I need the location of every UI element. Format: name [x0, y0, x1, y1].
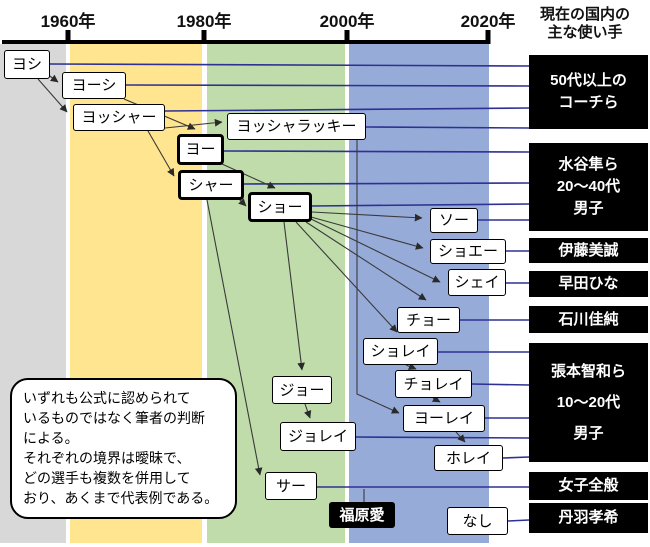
line-yoo-mizutani [223, 150, 530, 153]
derivation-arrows [37, 73, 466, 502]
year-label-2000: 2000年 [319, 12, 375, 31]
user-ishikawa-kasumi: 石川佳純 [529, 306, 648, 333]
arrow-yosshaa-shaa [147, 130, 175, 177]
term-jorei: ジョレイ [280, 422, 356, 451]
arrow-shoo-shoee [310, 216, 424, 250]
line-horei-harimoto [502, 456, 530, 459]
arrow-shoo-shei [310, 218, 441, 283]
term-chorei: チョレイ [395, 370, 472, 398]
arrow-yossharakkii-yoorei [356, 140, 400, 414]
term-yoshi: ヨシ [4, 50, 50, 79]
user-niwa-koki: 丹羽孝希 [529, 503, 648, 533]
line-yossharakkii-coaches [365, 126, 530, 129]
line-shoo-mizutani [311, 203, 530, 207]
current-users-header: 現在の国内の 主な使い手 [539, 6, 630, 41]
arrow-shaa-saa [206, 199, 263, 476]
term-shei: シェイ [448, 269, 506, 296]
arrow-yoshi-yosshaa [37, 78, 68, 113]
line-yoshi-coaches [49, 63, 530, 67]
line-nashi-niwa [507, 519, 530, 522]
term-shorei: ショレイ [363, 338, 438, 365]
user-women-general: 女子全般 [529, 472, 648, 500]
user-ito-mima: 伊藤美誠 [529, 238, 648, 263]
fukuhara-ai-label: 福原愛 [329, 502, 395, 528]
arrow-joo-jorei [303, 403, 312, 419]
user-harimoto-men: 張本智和ら 10〜20代 男子 [529, 343, 648, 462]
term-yoorei: ヨーレイ [403, 405, 485, 432]
disclaimer-note: いずれも公式に認められて いるものではなく筆者の判断 による。 それぞれの境界は… [10, 378, 237, 519]
term-nashi: なし [447, 507, 508, 535]
arrow-yoorei-horei [455, 431, 466, 443]
user-50s-coaches: 50代以上の コーチら [529, 55, 648, 129]
term-shoee: ショエー [430, 239, 506, 264]
user-mizutani-men: 水谷隼ら 20〜40代 男子 [529, 143, 648, 231]
user-hayata-hina: 早田ひな [529, 271, 648, 297]
arrow-chorei-yoorei [431, 395, 441, 403]
timeline-axis [2, 30, 491, 44]
term-horei: ホレイ [434, 445, 503, 471]
arrow-shoo-joo [283, 221, 305, 371]
term-joo: ジョー [272, 376, 332, 404]
line-yosshaa-coaches [164, 107, 530, 112]
term-saa: サー [265, 472, 317, 500]
user-connector-lines [49, 63, 530, 522]
term-yosshaa: ヨッシャー [73, 104, 165, 131]
term-soo: ソー [430, 208, 478, 233]
year-label-1960: 1960年 [40, 12, 96, 31]
line-jorei-harimoto [355, 436, 530, 439]
year-label-1980: 1980年 [176, 12, 232, 31]
term-yooshi: ヨーシ [62, 72, 126, 99]
arrow-shoo-shorei [295, 221, 398, 333]
term-choo: チョー [397, 307, 460, 333]
term-yoo: ヨー [177, 134, 224, 165]
arrow-yosshaa-yossharakkii [164, 118, 223, 129]
arrow-yoo-shoo [221, 163, 276, 189]
term-yossharakkii: ヨッシャラッキー [227, 113, 366, 140]
arrow-shorei-chorei [405, 362, 417, 370]
term-shaa: シャー [178, 170, 244, 200]
arrow-shoo-soo [311, 211, 423, 222]
line-shaa-mizutani [243, 182, 530, 185]
year-label-2020: 2020年 [460, 12, 516, 31]
arrow-shaa-shoo [238, 198, 247, 207]
arrow-shoo-choo [305, 221, 427, 301]
line-yooshi-coaches [125, 84, 530, 87]
term-shoo: ショー [248, 192, 312, 222]
line-chorei-harimoto [471, 383, 530, 386]
